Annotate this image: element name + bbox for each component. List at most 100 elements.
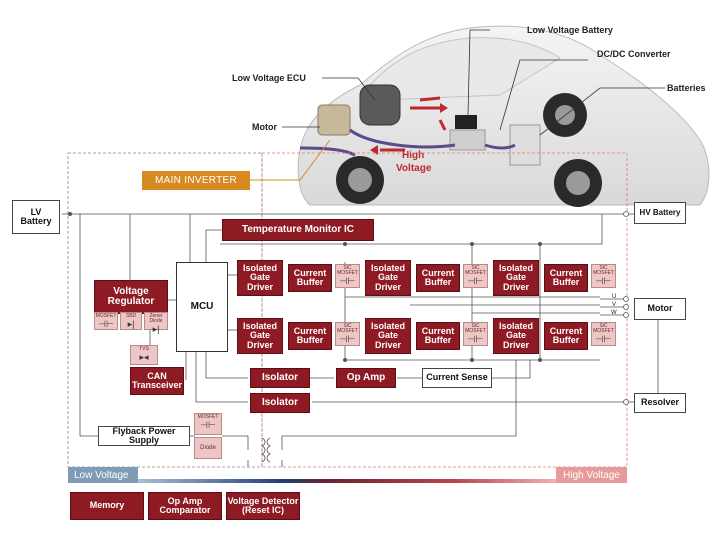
temperature-monitor-block: Temperature Monitor IC [222, 219, 374, 241]
mosfet-icon: ⊣⊢ [595, 276, 612, 286]
current-sense-block: Current Sense [422, 368, 492, 388]
gate-driver-label-1: Isolated [370, 262, 405, 273]
current-buffer-label-1: Current [549, 325, 583, 336]
legend-op-amp-label: Op Amp [167, 495, 203, 506]
current-buffer-label-2: Buffer [424, 335, 452, 345]
gate-driver-label-1: Isolated [498, 320, 533, 331]
gate-driver-label-2: Gate [505, 330, 526, 341]
gate-driver-label-2: Gate [249, 272, 270, 283]
callout-batteries: Batteries [667, 83, 706, 93]
regulator-sbd-label: SBD [125, 313, 137, 319]
mosfet-icon: ⊣⊢ [98, 319, 114, 329]
hv-battery-block: HV Battery [634, 202, 686, 224]
motor-block: Motor [634, 298, 686, 320]
sic-mosfet-label: SiC MOSFET [593, 265, 614, 276]
can-transceiver-label-1: CAN [147, 370, 167, 381]
mosfet-icon: ⊣⊢ [200, 420, 216, 430]
sic-mosfet-label: SiC MOSFET [465, 323, 486, 334]
can-transceiver-block: CAN Transceiver [130, 367, 184, 395]
current-buffer-label-1: Current [421, 267, 455, 278]
gate-driver-label-3: Driver [246, 339, 273, 350]
gate-driver-label-3: Driver [502, 281, 529, 292]
gate-driver-label-2: Gate [377, 272, 398, 283]
mosfet-icon: ⊣⊢ [339, 276, 356, 286]
op-amp-block: Op Amp [336, 368, 396, 388]
low-voltage-zone-label: Low Voltage [68, 467, 138, 483]
regulator-mosfet-part: MOSFET ⊣⊢ [94, 312, 118, 330]
sic-mosfet-label: SiC MOSFET [337, 265, 358, 276]
callout-motor: Motor [252, 122, 277, 132]
flyback-diode-label: Diode [200, 445, 216, 451]
current-buffer-label-2: Buffer [552, 335, 580, 345]
legend-reset-ic-label: (Reset IC) [241, 505, 284, 515]
callout-low-voltage-ecu: Low Voltage ECU [232, 73, 306, 83]
current-buffer-label-2: Buffer [424, 277, 452, 287]
flyback-power-supply-block: Flyback Power Supply [98, 426, 190, 446]
diode-icon: ▸| [127, 319, 135, 329]
current-buffer-label-2: Buffer [296, 335, 324, 345]
sic-mosfet-top-3: SiC MOSFET ⊣⊢ [591, 264, 616, 288]
callout-high-voltage-2: Voltage [396, 163, 432, 174]
zener-icon: ▸| [152, 324, 160, 334]
sic-mosfet-bottom-2: SiC MOSFET ⊣⊢ [463, 322, 488, 346]
regulator-zener-label: Zener Diode [149, 313, 163, 324]
lv-battery-label-2: Battery [20, 216, 52, 226]
lv-battery-block: LV Battery [12, 200, 60, 234]
sic-mosfet-top-1: SiC MOSFET ⊣⊢ [335, 264, 360, 288]
gate-driver-label-1: Isolated [370, 320, 405, 331]
current-buffer-label-2: Buffer [296, 277, 324, 287]
legend-op-amp-comparator: Op Amp Comparator [148, 492, 222, 520]
gate-driver-top-2: Isolated Gate Driver [365, 260, 411, 296]
gate-driver-label-2: Gate [377, 330, 398, 341]
mosfet-icon: ⊣⊢ [467, 276, 484, 286]
gate-driver-label-3: Driver [374, 339, 401, 350]
current-buffer-bottom-3: Current Buffer [544, 322, 588, 350]
voltage-regulator-block: Voltage Regulator [94, 280, 168, 314]
lv-battery-label-1: LV [30, 206, 42, 217]
flyback-mosfet-part: MOSFET ⊣⊢ [194, 413, 222, 435]
voltage-regulator-label-2: Regulator [107, 296, 155, 307]
car-drawing [282, 25, 710, 207]
gate-driver-bottom-2: Isolated Gate Driver [365, 318, 411, 354]
legend-voltage-detector-label: Voltage Detector [227, 495, 299, 506]
gate-driver-label-1: Isolated [498, 262, 533, 273]
current-buffer-bottom-2: Current Buffer [416, 322, 460, 350]
mosfet-icon: ⊣⊢ [595, 334, 612, 344]
phase-w-label: W [611, 310, 617, 316]
legend-comparator-label: Comparator [159, 505, 211, 515]
current-buffer-top-3: Current Buffer [544, 264, 588, 292]
mcu-block: MCU [176, 262, 228, 352]
sic-mosfet-bottom-3: SiC MOSFET ⊣⊢ [591, 322, 616, 346]
can-tvs-label: TVS [139, 346, 149, 352]
legend-memory: Memory [70, 492, 144, 520]
phase-v-label: V [612, 302, 617, 308]
car-illustration [270, 0, 718, 215]
regulator-zener-part: Zener Diode ▸| [144, 312, 168, 334]
current-buffer-bottom-1: Current Buffer [288, 322, 332, 350]
mosfet-icon: ⊣⊢ [339, 334, 356, 344]
sic-mosfet-label: SiC MOSFET [337, 323, 358, 334]
isolator-block-2: Isolator [250, 393, 310, 413]
main-inverter-label: MAIN INVERTER [142, 171, 250, 190]
gate-driver-label-2: Gate [249, 330, 270, 341]
can-transceiver-label-2: Transceiver [131, 380, 183, 390]
current-buffer-top-1: Current Buffer [288, 264, 332, 292]
current-buffer-label-1: Current [421, 325, 455, 336]
gate-driver-label-3: Driver [374, 281, 401, 292]
gate-driver-label-1: Isolated [242, 320, 277, 331]
sic-mosfet-top-2: SiC MOSFET ⊣⊢ [463, 264, 488, 288]
gate-driver-top-1: Isolated Gate Driver [237, 260, 283, 296]
isolator-block-1: Isolator [250, 368, 310, 388]
current-buffer-top-2: Current Buffer [416, 264, 460, 292]
voltage-gradient-bar [138, 479, 558, 483]
phase-u-label: U [612, 294, 617, 300]
can-tvs-part: TVS ▸◂ [130, 345, 158, 365]
callout-high-voltage-1: High [402, 150, 425, 161]
flyback-mosfet-label: MOSFET [197, 414, 219, 420]
high-voltage-zone-label: High Voltage [556, 467, 627, 483]
gate-driver-bottom-3: Isolated Gate Driver [493, 318, 539, 354]
sic-mosfet-label: SiC MOSFET [593, 323, 614, 334]
callout-dc-dc-converter: DC/DC Converter [597, 49, 671, 59]
resolver-block: Resolver [634, 393, 686, 413]
